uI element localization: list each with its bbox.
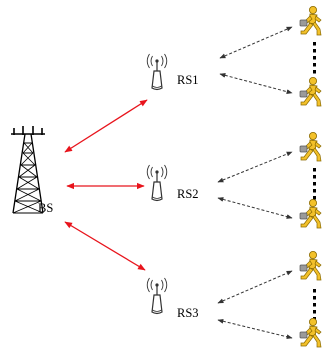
ellipsis-dots [313,289,316,321]
walking-user-icon [299,198,322,229]
rs3-label: RS3 [177,306,199,320]
ellipsis-dots [313,42,316,74]
rs1-user-links [219,26,293,94]
rs2-user-links [217,151,293,219]
relay-antenna-icon [146,164,168,202]
relay-station-2 [146,164,168,202]
rs1-label: RS1 [177,73,199,87]
relay-antenna-icon [146,53,168,91]
link-bs-rs3 [64,221,146,271]
walking-user-icon [299,317,322,348]
relay-antenna-icon [146,277,168,315]
walking-user-icon [299,77,322,107]
walking-user-icon [299,131,322,162]
walking-user-icon [299,5,322,36]
relay-station-3 [146,277,168,315]
relay-station-1 [146,53,168,91]
ellipsis-dots [313,168,316,200]
bs-label: BS [38,201,53,215]
link-bs-rs1 [64,99,148,153]
cell-tower-icon [11,126,45,214]
rs2-label: RS2 [177,187,199,201]
rs3-user-links [217,270,293,340]
walking-user-icon [299,250,322,281]
